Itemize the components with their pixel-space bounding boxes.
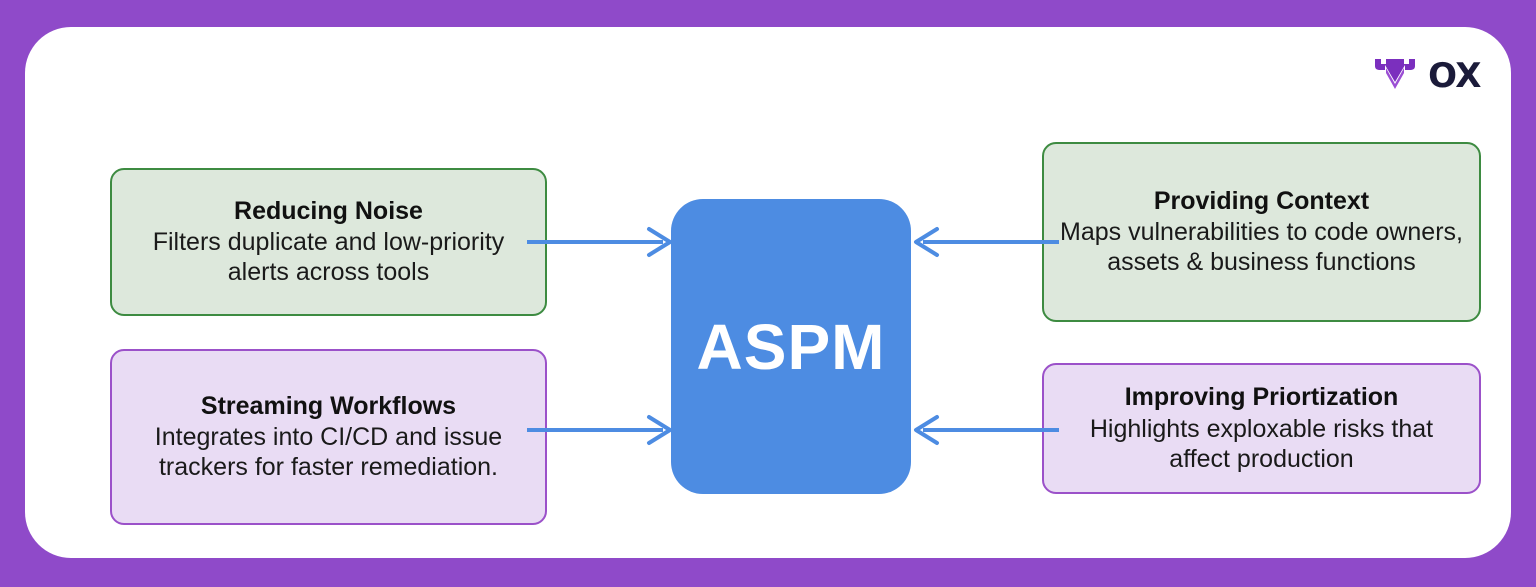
node-title: Reducing Noise (234, 196, 423, 225)
ox-logo: OX (1373, 55, 1481, 95)
node-description: Maps vulnerabilities to code owners, ass… (1060, 218, 1463, 277)
arrow-providing-context-to-aspm (914, 227, 1059, 257)
node-description: Integrates into CI/CD and issue trackers… (154, 423, 503, 482)
node-providing-context[interactable]: Providing Context Maps vulnerabilities t… (1042, 142, 1481, 322)
ox-bull-head-icon (1375, 59, 1416, 89)
node-title: Providing Context (1153, 186, 1370, 215)
node-streaming-workflows[interactable]: Streaming Workflows Integrates into CI/C… (110, 349, 547, 525)
arrow-streaming-workflows-to-aspm (527, 415, 672, 445)
node-title: Streaming Workflows (200, 391, 457, 420)
arrow-reducing-noise-to-aspm (527, 227, 672, 257)
node-reducing-noise[interactable]: Reducing Noise Filters duplicate and low… (110, 168, 547, 316)
ox-wordmark: OX (1428, 56, 1481, 96)
node-description: Filters duplicate and low-priority alert… (152, 228, 505, 287)
diagram-card: OX Reducing Noise Filters duplicate and … (25, 27, 1511, 558)
node-improving-priortization[interactable]: Improving Priortization Highlights explo… (1042, 363, 1481, 494)
arrow-improving-priortization-to-aspm (914, 415, 1059, 445)
node-description: Highlights exploxable risks that affect … (1089, 414, 1434, 473)
node-title: Improving Priortization (1124, 383, 1399, 412)
center-node-label: ASPM (696, 310, 886, 383)
center-node-aspm[interactable]: ASPM (671, 199, 911, 494)
